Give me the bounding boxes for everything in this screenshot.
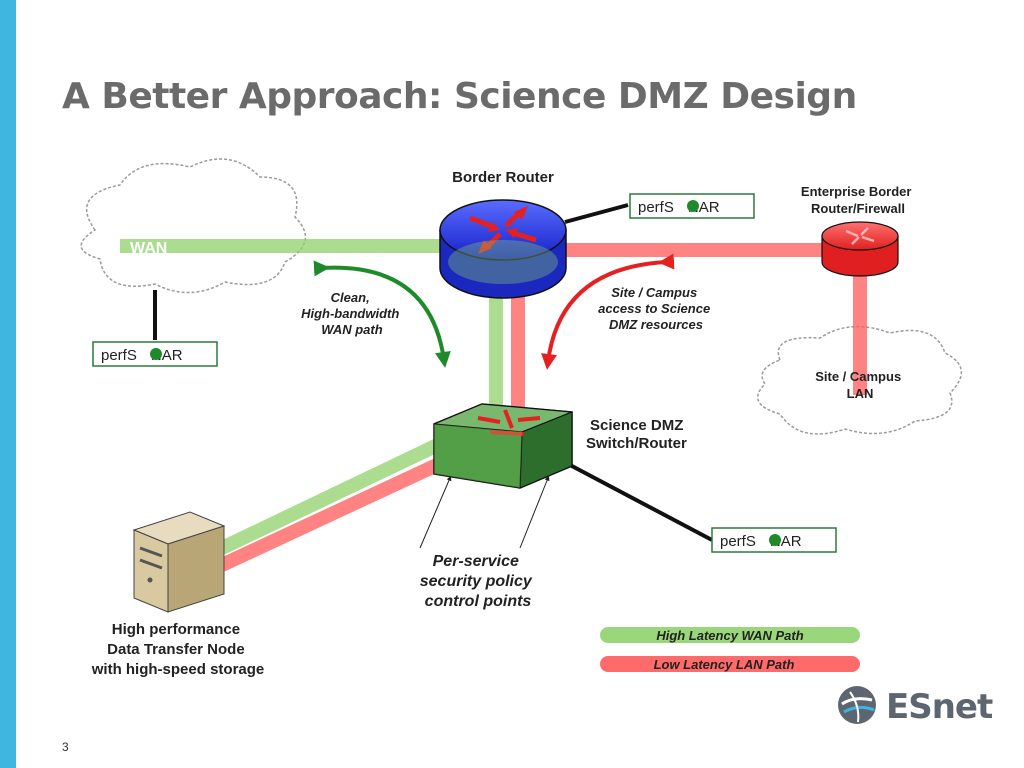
dmz-switch-label-line2: Switch/Router: [586, 435, 687, 452]
border-perfsonar-link: [564, 203, 629, 224]
wan-cloud: [80, 158, 307, 294]
wan-path-annotation-line1: Clean,: [331, 290, 370, 305]
dmz-switch-label: Science DMZ Switch/Router: [586, 417, 688, 452]
perfsonar-dmz-left: perfS: [720, 533, 756, 550]
campus-access-annotation: Site / Campus access to Science DMZ reso…: [598, 285, 714, 332]
legend-wan-swatch: [600, 627, 860, 643]
border-router-label: Border Router: [452, 169, 554, 186]
page-number: 3: [62, 740, 69, 754]
legend-lan-swatch: [600, 656, 860, 672]
policy-pointer-right: [519, 475, 550, 549]
security-points-line1: Per-service: [433, 553, 519, 570]
dmz-perfsonar-link: [569, 463, 713, 542]
enterprise-router-icon: [821, 221, 899, 277]
wan-path-arrow-icon: [313, 260, 451, 368]
campus-access-annotation-line2: access to Science: [598, 301, 710, 316]
security-points-annotation: Per-service security policy control poin…: [420, 553, 537, 610]
legend-lan-label: Low Latency LAN Path: [654, 657, 795, 672]
dtn-label: High performance Data Transfer Node with…: [91, 621, 265, 678]
lan-label: Site / Campus LAN: [815, 369, 905, 401]
perfsonar-wan-left: perfS: [101, 347, 137, 364]
policy-pointer-left: [419, 475, 452, 549]
dmz-switch-label-line1: Science DMZ: [590, 417, 683, 434]
security-points-line2: security policy: [420, 573, 533, 590]
security-points-line3: control points: [425, 593, 532, 610]
campus-access-annotation-line3: DMZ resources: [609, 317, 703, 332]
perfsonar-dot-icon: [150, 348, 162, 360]
campus-access-annotation-line1: Site / Campus: [611, 285, 697, 300]
enterprise-router-label-line2: Router/Firewall: [811, 201, 905, 216]
perfsonar-dot-icon: [687, 200, 699, 212]
enterprise-router-label: Enterprise Border Router/Firewall: [801, 184, 915, 216]
legend-wan-label: High Latency WAN Path: [656, 628, 803, 643]
campus-access-arrow-icon: [541, 253, 675, 370]
slide-title: A Better Approach: Science DMZ Design: [62, 76, 857, 117]
perfsonar-dot-icon: [769, 534, 781, 546]
wan-path-annotation: Clean, High-bandwidth WAN path: [301, 290, 403, 337]
legend: High Latency WAN Path Low Latency LAN Pa…: [600, 627, 860, 672]
esnet-globe-icon: [838, 686, 876, 724]
wan-label: WAN: [130, 240, 167, 257]
dtn-label-line3: with high-speed storage: [91, 661, 265, 678]
lan-label-line2: LAN: [847, 386, 874, 401]
wan-path-annotation-line3: WAN path: [321, 322, 382, 337]
lan-label-line1: Site / Campus: [815, 369, 901, 384]
dmz-switch-icon: [433, 403, 573, 489]
dtn-label-line1: High performance: [112, 621, 240, 638]
data-transfer-node-icon: [132, 511, 226, 613]
esnet-logo-text: ESnet: [886, 687, 993, 727]
esnet-logo: ESnet: [836, 684, 993, 728]
dtn-label-line2: Data Transfer Node: [107, 641, 245, 658]
accent-bar: [0, 0, 16, 768]
wan-path-annotation-line2: High-bandwidth: [301, 306, 399, 321]
border-router-icon: [439, 199, 567, 299]
perfsonar-border-left: perfS: [638, 199, 674, 216]
enterprise-router-label-line1: Enterprise Border: [801, 184, 912, 199]
